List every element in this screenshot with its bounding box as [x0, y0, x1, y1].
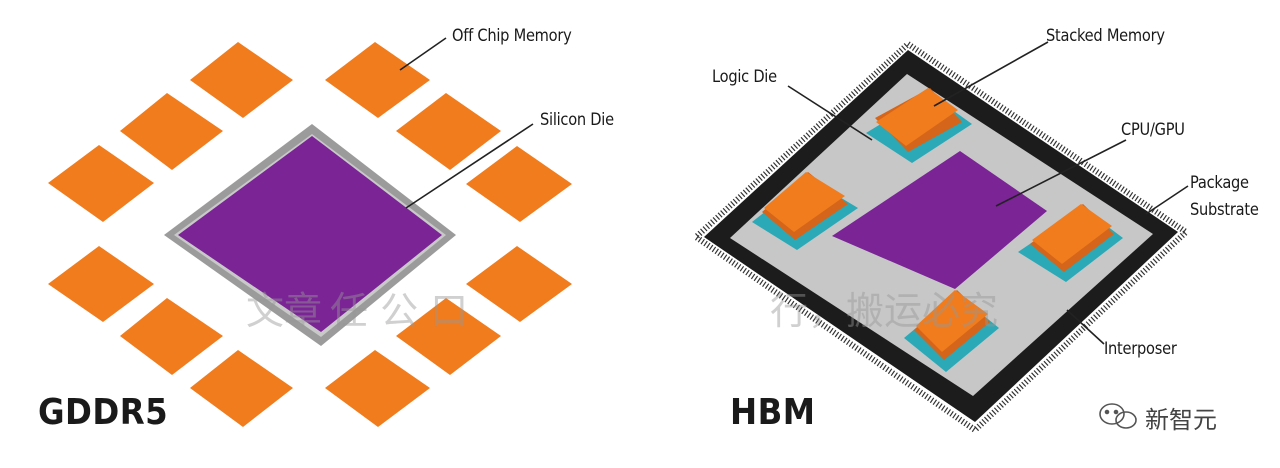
memory-chip	[48, 246, 154, 322]
stacked-memory-bottom	[904, 290, 999, 372]
memory-chip	[466, 246, 572, 322]
memory-chip	[396, 93, 501, 170]
leader-interposer	[1066, 309, 1105, 345]
label-off-chip-memory: Off Chip Memory	[452, 26, 572, 46]
memory-stack-top	[916, 290, 988, 352]
memory-chip	[325, 350, 430, 427]
label-substrate: Substrate	[1190, 200, 1259, 220]
leader-logic-die	[787, 85, 873, 141]
stacked-memory-top	[866, 88, 972, 163]
memory-stack-top	[876, 88, 958, 146]
title-hbm: HBM	[730, 392, 816, 433]
watermark-right: 行，搬运必究	[770, 289, 999, 333]
off-chip-memory-chips	[48, 42, 572, 427]
label-package: Package	[1190, 173, 1249, 193]
stacked-memory-left	[752, 172, 858, 250]
watermark-mid: 任 公 口	[330, 289, 469, 333]
watermark-left: 文章	[246, 289, 323, 333]
label-interposer: Interposer	[1104, 339, 1177, 359]
memory-stack-top	[1032, 204, 1112, 264]
memory-stack-top	[764, 172, 845, 232]
label-silicon-die: Silicon Die	[540, 110, 614, 130]
memory-chip	[466, 146, 572, 222]
gddr5-diagram	[48, 37, 572, 427]
label-cpu-gpu: CPU/GPU	[1121, 120, 1185, 140]
brand-name: 新智元	[1145, 406, 1217, 434]
leader-silicon-die	[405, 123, 534, 209]
hbm-diagram	[691, 40, 1191, 434]
stacked-memory-right	[1018, 204, 1123, 282]
label-logic-die: Logic Die	[712, 67, 777, 87]
silicon-die	[178, 136, 442, 332]
memory-chip	[120, 298, 223, 375]
memory-chip	[325, 42, 430, 118]
cpu-gpu-die	[832, 151, 1047, 289]
memory-chip	[190, 350, 293, 427]
leader-package-substrate	[1145, 185, 1189, 215]
label-stacked-memory: Stacked Memory	[1046, 26, 1165, 46]
leader-stacked-memory	[933, 41, 1049, 107]
memory-chip	[48, 145, 154, 222]
title-gddr5: GDDR5	[38, 392, 169, 433]
leader-off-chip	[399, 37, 447, 71]
memory-chip	[190, 42, 293, 118]
leader-cpu-gpu	[995, 139, 1127, 207]
wechat-icon	[1099, 403, 1137, 429]
memory-chip	[120, 93, 223, 170]
memory-chip	[396, 298, 501, 375]
